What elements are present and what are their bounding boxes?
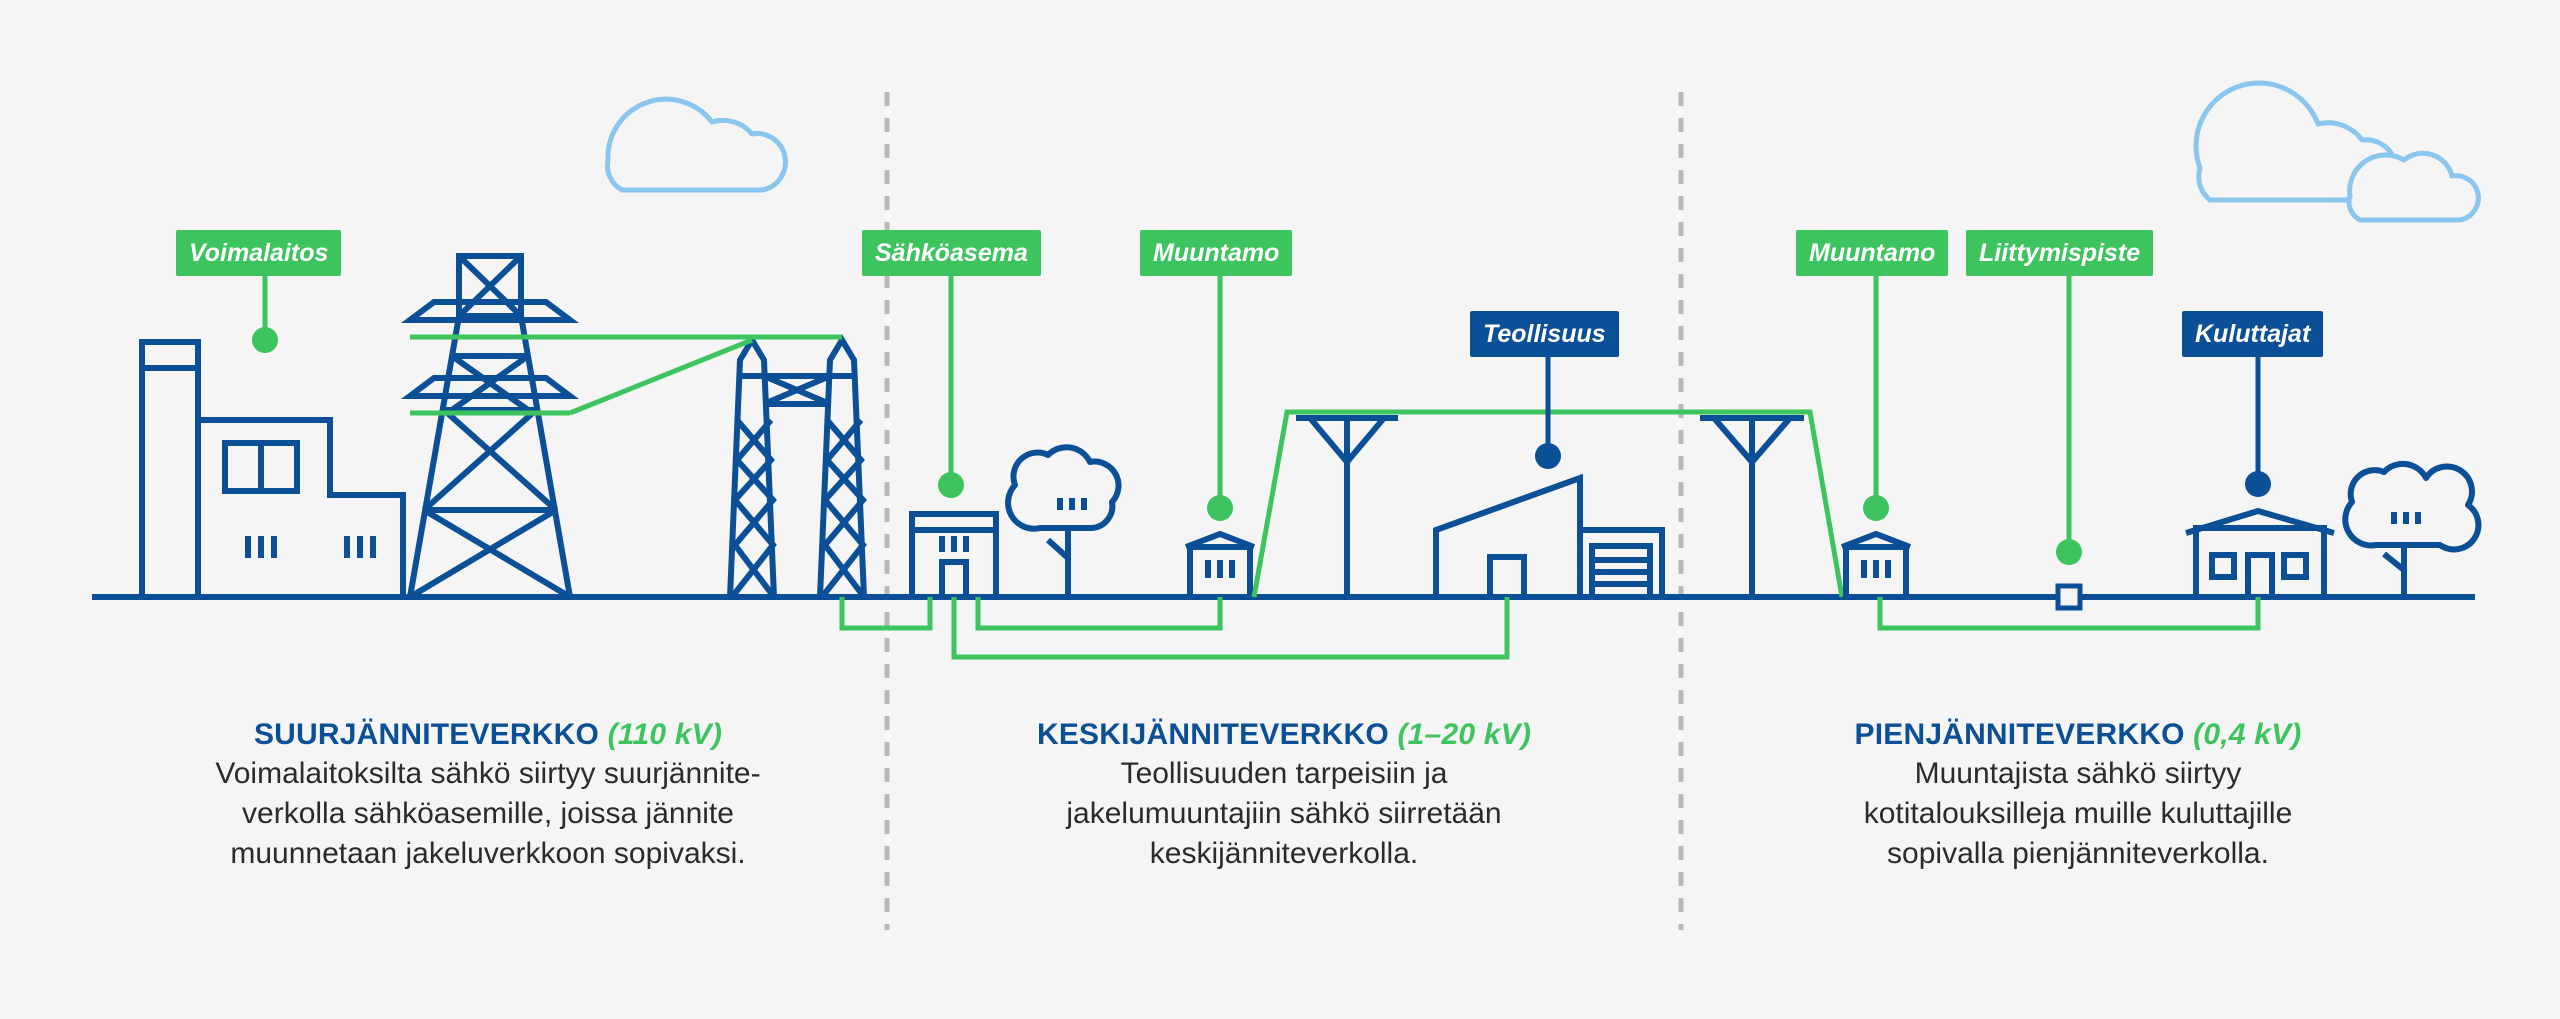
substation-icon bbox=[909, 511, 999, 600]
section-voltage: (110 kV) bbox=[607, 718, 723, 751]
section-high-voltage: SUURJÄNNITEVERKKO (110 kV) Voimalaitoksi… bbox=[158, 718, 818, 874]
description-line: Muuntajista sähkö siirtyy bbox=[1914, 757, 2242, 790]
section-name: PIENJÄNNITEVERKKO bbox=[1854, 718, 2185, 751]
section-description: Teollisuuden tarpeisiin ja jakelumuuntaj… bbox=[954, 754, 1614, 874]
mv-pole-icon bbox=[1296, 415, 1398, 597]
callout-leaders bbox=[252, 275, 2271, 565]
description-line: Voimalaitoksilta sähkö siirtyy suurjänni… bbox=[215, 757, 761, 790]
description-line: muunnetaan jakeluverkkoon sopivaksi. bbox=[230, 837, 746, 870]
label-kuluttajat: Kuluttajat bbox=[2182, 311, 2324, 357]
section-low-voltage: PIENJÄNNITEVERKKO (0,4 kV) Muuntajista s… bbox=[1748, 718, 2408, 874]
label-sahkoasema: Sähköasema bbox=[862, 230, 1041, 276]
section-voltage: (0,4 kV) bbox=[2193, 718, 2302, 751]
mv-pole-icon bbox=[1700, 415, 1804, 597]
cloud-icon bbox=[2193, 80, 2481, 223]
label-voimalaitos: Voimalaitos bbox=[176, 230, 342, 276]
description-line: Teollisuuden tarpeisiin ja bbox=[1120, 757, 1448, 790]
cloud-icon bbox=[605, 96, 788, 193]
factory-icon bbox=[1433, 473, 1665, 600]
description-line: keskijänniteverkolla. bbox=[1149, 837, 1419, 870]
label-teollisuus: Teollisuus bbox=[1470, 311, 1619, 357]
section-heading: PIENJÄNNITEVERKKO (0,4 kV) bbox=[1748, 718, 2408, 752]
transmission-tower-icon bbox=[401, 253, 579, 600]
transformer-hut-icon bbox=[1840, 530, 1912, 600]
house-icon bbox=[2185, 507, 2335, 600]
tree-icon bbox=[1005, 444, 1122, 597]
power-plant-icon bbox=[139, 339, 406, 600]
mv-cable bbox=[839, 597, 1510, 660]
section-voltage: (1–20 kV) bbox=[1397, 718, 1532, 751]
section-name: SUURJÄNNITEVERKKO bbox=[253, 718, 600, 751]
description-line: verkolla sähköasemille, joissa jännite bbox=[242, 797, 734, 830]
section-name: KESKIJÄNNITEVERKKO bbox=[1036, 718, 1389, 751]
label-muuntamo-low: Muuntamo bbox=[1796, 230, 1949, 276]
hv-line bbox=[410, 334, 842, 416]
section-description: Muuntajista sähkö siirtyy kotitalouksill… bbox=[1748, 754, 2408, 874]
lv-cable bbox=[1877, 597, 2261, 631]
description-line: sopivalla pienjänniteverkolla. bbox=[1887, 837, 2269, 870]
label-liittymispiste: Liittymispiste bbox=[1966, 230, 2154, 276]
gantry-tower-icon bbox=[727, 334, 867, 599]
section-heading: SUURJÄNNITEVERKKO (110 kV) bbox=[158, 718, 818, 752]
label-muuntamo-mid: Muuntamo bbox=[1140, 230, 1293, 276]
section-medium-voltage: KESKIJÄNNITEVERKKO (1–20 kV) Teollisuude… bbox=[954, 718, 1614, 874]
transformer-hut-icon bbox=[1184, 530, 1256, 600]
section-heading: KESKIJÄNNITEVERKKO (1–20 kV) bbox=[954, 718, 1614, 752]
connection-box-icon bbox=[2055, 583, 2083, 611]
section-description: Voimalaitoksilta sähkö siirtyy suurjänni… bbox=[158, 754, 818, 874]
description-line: kotitalouksilleja muille kuluttajille bbox=[1863, 797, 2293, 830]
tree-icon bbox=[2342, 460, 2482, 597]
description-line: jakelumuuntajiin sähkö siirretään bbox=[1066, 797, 1502, 830]
